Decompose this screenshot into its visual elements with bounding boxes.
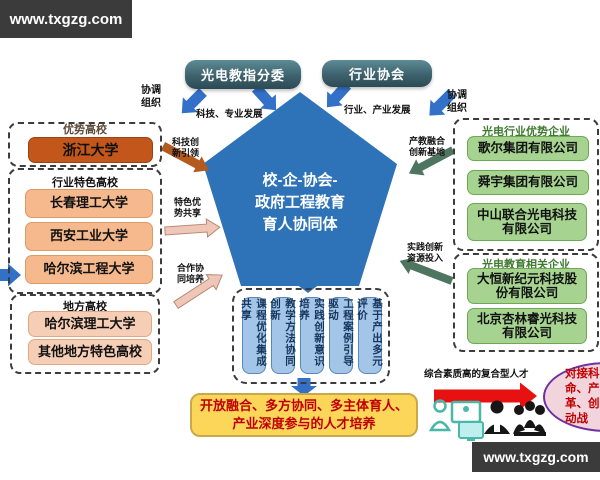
arrow-practice-resource: [399, 257, 454, 285]
arrow-left-edge: [0, 263, 21, 287]
pentagon-line1: 校-企-协会-: [262, 172, 338, 189]
group-advantage-universities-title: 优势高校: [63, 124, 107, 136]
label-practice-1: 实践创新: [407, 242, 444, 252]
arrow-pentagon-to-strategies: [291, 270, 325, 293]
goal-line1: 对接科: [565, 368, 600, 381]
enterprise-goertek: 歌尔集团有限公司: [467, 136, 589, 161]
goal-line3: 革、创: [565, 398, 600, 410]
label-sci-innov-1: 科技创: [172, 137, 200, 147]
label-coordinate-right: 协调 组织: [447, 90, 467, 115]
university-changchun: 长春理工大学: [25, 189, 153, 218]
outcome-line1: 开放融合、多方协同、多主体育人、: [199, 398, 408, 414]
arrow-sci-innovation: [160, 142, 209, 173]
university-other-local: 其他地方特色高校: [28, 339, 152, 365]
watermark-bottom: www.txgzg.com: [472, 442, 600, 472]
label-composite-talent: 综合素质高的复合型人才: [424, 369, 529, 380]
label-coordinate-left: 协调 组织: [141, 85, 161, 110]
label-ind-edu-1: 产教融合: [409, 136, 446, 146]
pentagon-shape: [203, 92, 397, 286]
arrow-coord-left: [181, 88, 207, 114]
pentagon-line2: 政府工程教育: [254, 193, 345, 211]
outcome-line2: 产业深度参与的人才培养: [232, 416, 376, 431]
enterprise-xinglin: 北京杏林睿光科技有限公司: [467, 308, 587, 344]
strategy-teaching-method: 教学方法协同创新: [269, 297, 296, 374]
label-practice-2: 资源投入: [407, 253, 444, 264]
node-industry-association: 行业协会: [322, 60, 432, 87]
goal-line4: 动战: [565, 412, 588, 425]
group-industry-universities-title: 行业特色高校: [52, 177, 118, 189]
label-coop-cult-1: 合作协: [177, 263, 205, 273]
label-feature-share: 特色优 势共享: [174, 197, 201, 220]
strategy-engineering-cases: 工程案例引导驱动: [327, 297, 354, 374]
group-strategies: 课程优化集成共享 教学方法协同创新 实践创新意识培养 工程案例引导驱动 基于产出…: [232, 288, 390, 384]
label-coord-right-1: 协调: [447, 90, 467, 101]
group-advantage-universities: 优势高校 浙江大学: [8, 122, 162, 167]
pentagon-line3: 育人协同体: [262, 215, 338, 233]
goal-line2: 命、产: [565, 383, 600, 396]
strategy-practice-innovation: 实践创新意识培养: [298, 297, 325, 374]
label-tech-development: 科技、专业发展: [196, 109, 263, 120]
university-harbin-ust: 哈尔滨理工大学: [28, 311, 152, 337]
university-harbin-engineering: 哈尔滨工程大学: [25, 255, 153, 284]
node-optoelectronics-committee: 光电教指分委: [185, 60, 301, 89]
arrow-feature-share: [164, 218, 221, 239]
arrow-industry-education: [408, 146, 455, 176]
label-sci-innov-2: 新引领: [172, 148, 200, 159]
pentagon-title: 校-企-协会- 政府工程教育 育人协同体: [225, 170, 375, 235]
label-coord-left-1: 协调: [141, 85, 161, 96]
enterprise-sunny: 舜宇集团有限公司: [467, 170, 589, 195]
label-coord-left-2: 组织: [141, 97, 161, 109]
label-coop-cult-2: 同培养: [177, 274, 205, 285]
label-feature-share-2: 势共享: [174, 208, 202, 219]
label-coop-cultivation: 合作协 同培养: [177, 263, 204, 286]
group-local-universities: 地方高校 哈尔滨理工大学 其他地方特色高校: [10, 294, 160, 374]
watermark-top: www.txgzg.com: [0, 0, 132, 38]
label-ind-edu-2: 创新基地: [409, 147, 446, 158]
group-local-universities-title: 地方高校: [63, 301, 107, 313]
outcome-box: 开放融合、多方协同、多主体育人、 产业深度参与的人才培养: [190, 393, 418, 437]
group-advantage-enterprises-title: 光电行业优势企业: [482, 126, 570, 138]
group-education-enterprises: 光电教育相关企业 大恒新纪元科技股份有限公司 北京杏林睿光科技有限公司: [453, 253, 599, 352]
group-advantage-enterprises: 光电行业优势企业 歌尔集团有限公司 舜宇集团有限公司 中山联合光电科技有限公司: [453, 118, 599, 251]
enterprise-zhongshan-union: 中山联合光电科技有限公司: [467, 203, 587, 241]
university-zhejiang: 浙江大学: [28, 137, 153, 163]
arrow-coop-cultivation: [173, 274, 223, 310]
arrow-node1-to-pentagon: [251, 84, 277, 111]
university-xian: 西安工业大学: [25, 222, 153, 251]
strategy-outcome-evaluation: 基于产出多元评价: [356, 297, 383, 374]
label-sci-innovation: 科技创 新引领: [172, 137, 199, 160]
arrow-node2-to-pentagon: [326, 81, 352, 108]
people-icons: [428, 399, 546, 441]
label-industry-education: 产教融合 创新基地: [409, 136, 445, 159]
label-industry-development: 行业、产业发展: [344, 105, 411, 116]
label-coord-right-2: 组织: [447, 102, 467, 114]
group-industry-universities: 行业特色高校 长春理工大学 西安工业大学 哈尔滨工程大学: [8, 168, 162, 294]
enterprise-daheng: 大恒新纪元科技股份有限公司: [467, 268, 587, 304]
label-feature-share-1: 特色优: [174, 197, 202, 207]
strategy-curriculum: 课程优化集成共享: [240, 297, 267, 374]
arrow-talent-to-goal: [434, 382, 537, 410]
label-practice-resource: 实践创新 资源投入: [407, 242, 443, 265]
arrow-coord-right: [429, 89, 456, 116]
